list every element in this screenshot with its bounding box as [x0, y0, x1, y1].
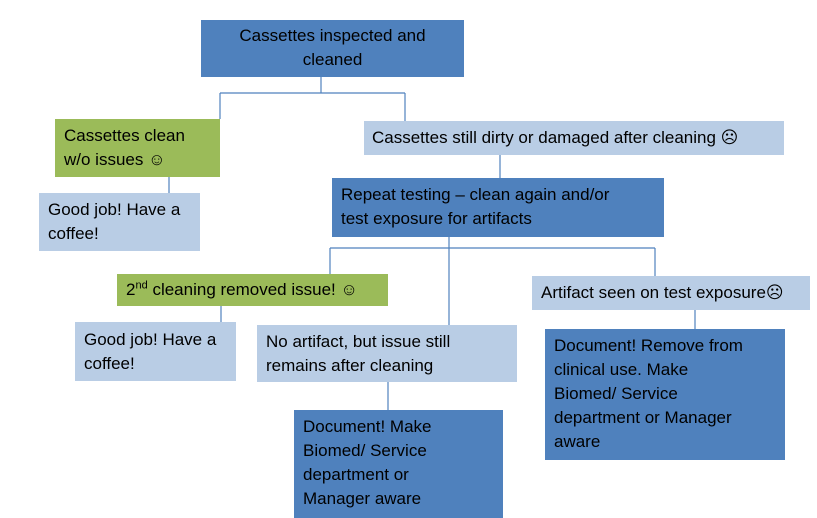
node-text-line: department or: [303, 465, 409, 484]
node-text-line: Document! Remove from: [554, 336, 743, 355]
node-text-line: No artifact, but issue still: [266, 332, 451, 351]
node-repeat-testing: Repeat testing – clean again and/or test…: [332, 178, 664, 237]
node-cassettes-clean: Cassettes clean w/o issues ☺: [55, 119, 220, 177]
node-cassettes-inspected: Cassettes inspected and cleaned: [201, 20, 464, 77]
node-cassettes-still-dirty: Cassettes still dirty or damaged after c…: [364, 121, 784, 155]
ordinal-number: 2: [126, 280, 136, 299]
node-good-job-1: Good job! Have a coffee!: [39, 193, 200, 251]
node-text-line: w/o issues ☺: [64, 150, 166, 169]
node-text-line: coffee!: [84, 354, 135, 373]
node-good-job-2: Good job! Have a coffee!: [75, 322, 236, 381]
node-text-line: remains after cleaning: [266, 356, 434, 375]
node-text-line: Good job! Have a: [48, 200, 181, 219]
node-no-artifact: No artifact, but issue still remains aft…: [257, 325, 517, 382]
node-second-cleaning: 2nd cleaning removed issue! ☺: [117, 274, 388, 306]
node-text-line: cleaned: [302, 50, 363, 69]
node-document-make: Document! Make Biomed/ Service departmen…: [294, 410, 503, 518]
node-text-line: Biomed/ Service: [303, 441, 427, 460]
node-text-line: test exposure for artifacts: [341, 209, 532, 228]
node-text-line: department or Manager: [554, 408, 732, 427]
node-text-line: coffee!: [48, 224, 99, 243]
node-text-line: Cassettes clean: [64, 126, 185, 145]
node-text-line: 2nd cleaning removed issue! ☺: [126, 278, 388, 302]
node-text-line: Good job! Have a: [84, 330, 217, 349]
node-text-line: Biomed/ Service: [554, 384, 678, 403]
second-cleaning-text: cleaning removed issue! ☺: [147, 280, 358, 299]
node-artifact-seen: Artifact seen on test exposure☹: [532, 276, 810, 310]
node-text-line: Document! Make: [303, 417, 432, 436]
ordinal-suffix: nd: [135, 279, 148, 292]
node-text-line: Cassettes still dirty or damaged after c…: [372, 128, 739, 147]
node-text-line: Artifact seen on test exposure☹: [541, 283, 784, 302]
node-text-line: aware: [554, 432, 601, 451]
node-text-line: Repeat testing – clean again and/or: [341, 185, 610, 204]
node-text-line: Manager aware: [303, 489, 422, 508]
node-text-line: clinical use. Make: [554, 360, 689, 379]
node-text-line: Cassettes inspected and: [239, 26, 426, 45]
node-document-remove: Document! Remove from clinical use. Make…: [545, 329, 785, 460]
